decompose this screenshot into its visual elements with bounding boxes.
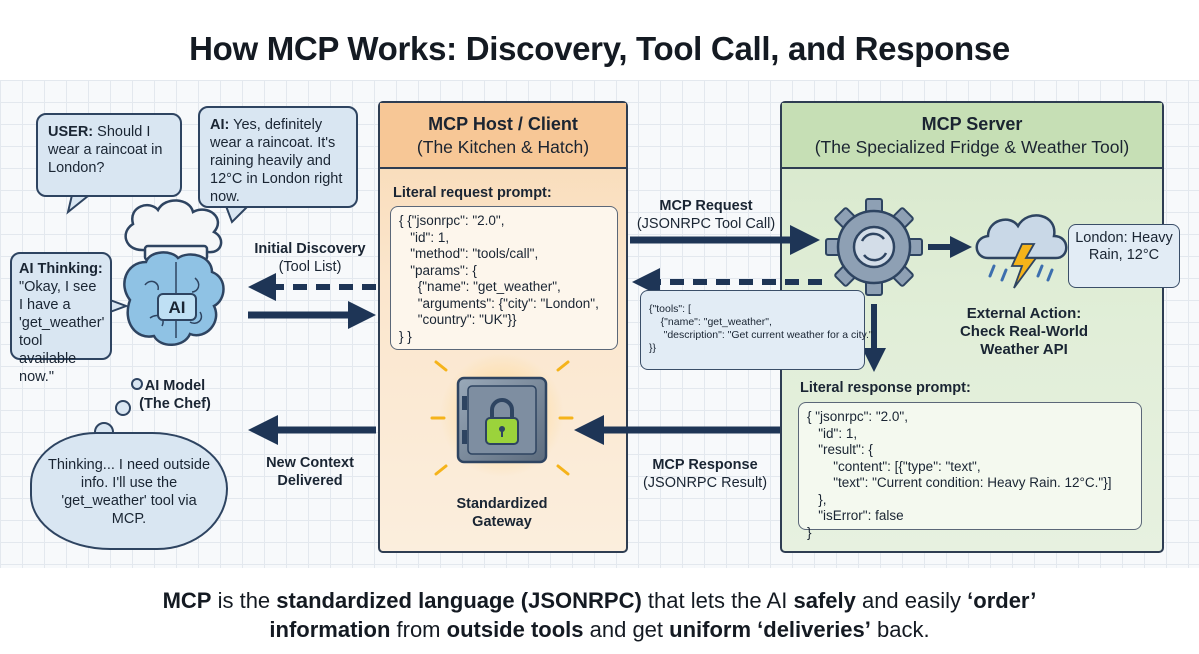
host-subtitle: (The Kitchen & Hatch) xyxy=(416,137,590,157)
model-label: AI Model (The Chef) xyxy=(120,377,230,413)
thought-dot xyxy=(115,400,131,416)
new-context-line1: New Context xyxy=(266,455,354,471)
ai-speech-bubble: AI: Yes, definitely wear a raincoat. It'… xyxy=(198,106,358,208)
footer-segment: MCP xyxy=(162,588,212,613)
footer-segment: safely xyxy=(793,588,856,613)
gateway-label: Standardized Gateway xyxy=(420,495,584,531)
brain-icon xyxy=(123,251,225,346)
gateway-line2: Gateway xyxy=(472,514,532,530)
mcp-request-title: MCP Request xyxy=(659,198,753,214)
external-action-line3: Weather API xyxy=(980,341,1068,358)
footer-segment: from xyxy=(390,617,447,642)
footer-segment: that lets the AI xyxy=(641,588,794,613)
gear-to-cloud-arrow xyxy=(928,236,972,258)
initial-discovery-label: Initial Discovery (Tool List) xyxy=(240,240,380,276)
external-action-line2: Check Real-World xyxy=(959,323,1089,340)
model-label-line2: (The Chef) xyxy=(139,396,211,412)
mcp-request-sub: (JSONRPC Tool Call) xyxy=(636,216,776,232)
new-context-arrow xyxy=(248,415,376,445)
footer-segment: and easily xyxy=(855,588,968,613)
mcp-request-arrow xyxy=(630,225,820,255)
safe-lock-icon xyxy=(430,353,574,477)
ai-message: Yes, definitely wear a raincoat. It's ra… xyxy=(210,117,343,205)
response-prompt-label: Literal response prompt: xyxy=(800,380,971,396)
footer-segment: ‘order’ xyxy=(967,588,1037,613)
mcp-response-label: MCP Response (JSONRPC Result) xyxy=(630,456,780,492)
chef-hat-icon xyxy=(124,199,223,262)
brain-label: AI xyxy=(168,298,186,317)
new-context-line2: Delivered xyxy=(277,473,343,489)
mcp-response-title: MCP Response xyxy=(652,457,758,473)
lightning-icon xyxy=(1010,243,1038,289)
gear-icon xyxy=(825,198,923,296)
footer-segment: outside tools xyxy=(446,617,584,642)
footer-segment: standardized language (JSONRPC) xyxy=(276,588,642,613)
footer-segment: information xyxy=(269,617,391,642)
rain-cloud-icon xyxy=(975,214,1068,282)
request-code-box: { {"jsonrpc": "2.0", "id": 1, "method": … xyxy=(390,206,618,350)
tool-call-arrow xyxy=(248,301,376,329)
footer-segment: uniform ‘deliveries’ xyxy=(669,617,871,642)
user-speech-bubble: USER: Should I wear a raincoat in London… xyxy=(36,113,182,197)
request-prompt-label: Literal request prompt: xyxy=(393,185,552,201)
response-code-box: { "jsonrpc": "2.0", "id": 1, "result": {… xyxy=(798,402,1142,540)
footer-segment: is the xyxy=(211,588,277,613)
user-speaker: USER: xyxy=(48,124,94,140)
user-message: Should I wear a raincoat in London? xyxy=(48,124,163,176)
external-action-label: External Action: Check Real-World Weathe… xyxy=(940,305,1108,359)
host-title: MCP Host / Client xyxy=(428,114,578,134)
mcp-request-label: MCP Request (JSONRPC Tool Call) xyxy=(630,197,782,233)
tools-list-box: {"tools": [ {"name": "get_weather", "des… xyxy=(640,290,873,370)
thought-dot xyxy=(131,378,143,390)
tool-list-arrow xyxy=(632,268,822,296)
ai-speaker: AI: xyxy=(210,117,230,133)
footer-segment: back. xyxy=(870,617,930,642)
footer-segment: and get xyxy=(583,617,670,642)
new-context-label: New Context Delivered xyxy=(250,454,370,490)
server-title: MCP Server xyxy=(921,114,1023,134)
gear-down-arrow xyxy=(862,304,886,372)
host-header: MCP Host / Client (The Kitchen & Hatch) xyxy=(380,103,626,169)
ai-bubble-tail xyxy=(225,205,249,224)
initial-discovery-sub: (Tool List) xyxy=(278,259,342,275)
initial-discovery-title: Initial Discovery xyxy=(254,241,366,257)
server-header: MCP Server (The Specialized Fridge & Wea… xyxy=(782,103,1162,169)
ai-thinking-bubble: AI Thinking: "Okay, I see I have a 'get_… xyxy=(10,252,112,385)
thinking-bubble-tail xyxy=(109,299,129,313)
model-label-line1: AI Model xyxy=(144,378,206,394)
mcp-response-arrow xyxy=(574,415,780,445)
weather-result-note: London: Heavy Rain, 12°C xyxy=(1068,224,1180,288)
external-action-line1: External Action: xyxy=(966,305,1082,322)
footer-caption: MCP is the standardized language (JSONRP… xyxy=(0,586,1199,644)
ai-thinking-text: "Okay, I see I have a 'get_weather' tool… xyxy=(19,279,105,385)
mcp-response-sub: (JSONRPC Result) xyxy=(642,475,768,491)
discovery-arrow xyxy=(248,273,376,301)
ai-thinking-speaker: AI Thinking: xyxy=(19,261,103,277)
page-title: How MCP Works: Discovery, Tool Call, and… xyxy=(189,30,1010,67)
server-subtitle: (The Specialized Fridge & Weather Tool) xyxy=(814,137,1130,157)
user-bubble-tail xyxy=(66,194,89,215)
gateway-line1: Standardized xyxy=(456,496,548,512)
thought-cloud: Thinking... I need outside info. I'll us… xyxy=(30,432,228,550)
